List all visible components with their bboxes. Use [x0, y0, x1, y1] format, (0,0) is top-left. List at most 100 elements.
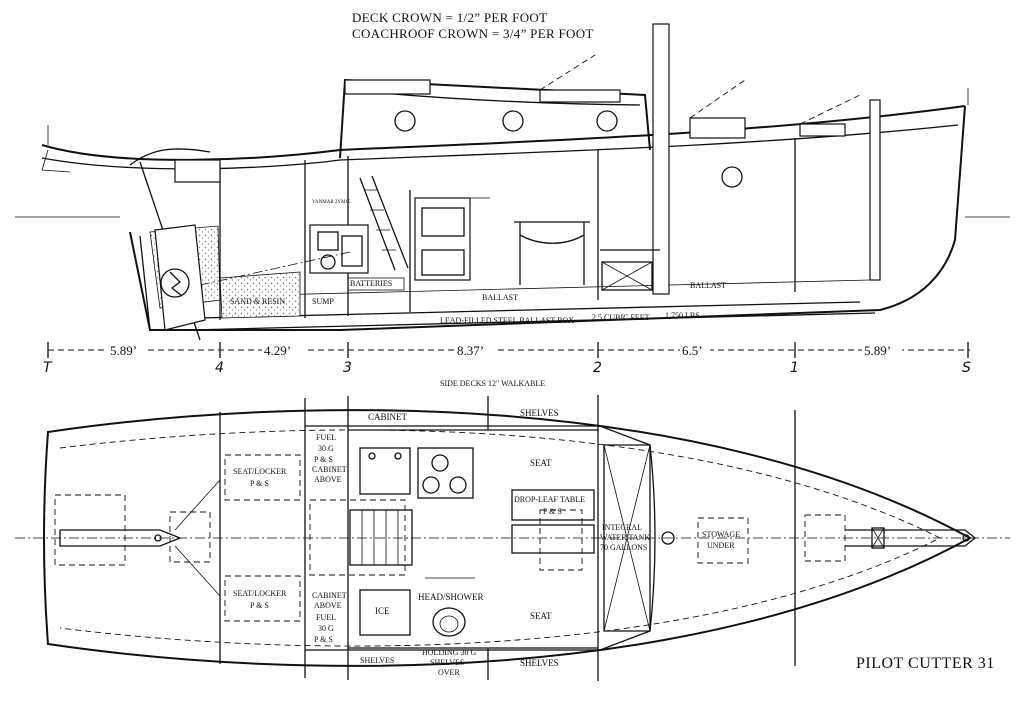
- station-label-s: S: [962, 360, 971, 376]
- sheer-line: [41, 105, 966, 161]
- cabinet-label: CABINET: [368, 412, 407, 422]
- oven-door: [421, 207, 465, 237]
- seat-locker-bottom-line1: SEAT/LOCKER: [233, 589, 287, 598]
- plan-water-tank-cross: [603, 444, 651, 632]
- engine-part-2: [341, 235, 363, 267]
- seat-bottom-label: SEAT: [530, 611, 552, 621]
- stowage-line1: STOWAGE: [702, 530, 740, 539]
- rudder-symbol: [169, 271, 183, 297]
- holding-line2: SHELVES: [430, 658, 464, 667]
- stowage-line2: UNDER: [707, 541, 735, 550]
- hull-outline: [129, 105, 966, 331]
- plan-seat-locker-top: [224, 454, 301, 501]
- deck-crown-note: DECK CROWN = 1/2” PER FOOT: [352, 10, 547, 25]
- fuel-bottom-line2: 30 G: [318, 624, 334, 633]
- plan-cabin-sides: [305, 425, 651, 651]
- burner-3: [449, 476, 467, 494]
- foredeck-hatch-2: [799, 123, 846, 137]
- plan-toilet: [432, 607, 466, 637]
- station-label-3: 3: [343, 360, 352, 376]
- sand-resin-fill: [219, 271, 301, 319]
- toilet-bowl: [439, 615, 459, 633]
- ballast-box-bottom: [189, 312, 876, 331]
- sink-tap-1: [368, 452, 376, 460]
- plan-table-leaf: [539, 509, 583, 571]
- ballast-label-2: BALLAST: [690, 281, 726, 290]
- cockpit-seat-aft: [174, 159, 221, 183]
- plan-bowsprit: [845, 529, 977, 547]
- ballast-box-top: [199, 301, 861, 319]
- bowsprit-end: [962, 534, 970, 542]
- shaft-line: [199, 251, 351, 286]
- seat-locker-bottom-line2: P & S: [250, 601, 269, 610]
- porthole-3: [596, 110, 618, 132]
- rudder-fitting: [160, 268, 190, 298]
- hatch-open-dash-2: [799, 94, 861, 125]
- station-dimensions: 5.89’ 4.29’ 8.37’ 6.5’ 5.89’ T 4 3 2 1 S: [43, 342, 971, 376]
- seat-locker-top-line1: SEAT/LOCKER: [233, 467, 287, 476]
- water-tank-line3: 70 GALLONS: [600, 543, 647, 552]
- stove-drawer: [421, 249, 465, 276]
- stove-block: [414, 197, 471, 281]
- ballast-weight-label: 1,750 LBS: [665, 311, 700, 320]
- ladder-steps: [365, 189, 396, 251]
- rudder-blade: [154, 224, 206, 331]
- hatch-open-dash-3: [539, 54, 596, 91]
- mast: [652, 23, 670, 295]
- shelves-bottom-right-label: SHELVES: [520, 658, 559, 668]
- porthole-1: [394, 110, 416, 132]
- water-tank-line2: WATER TANK: [600, 533, 650, 542]
- holding-line1: HOLDING 30 G: [422, 648, 476, 657]
- tank-cross: [601, 261, 653, 291]
- gap-1: [108, 342, 148, 358]
- shelves-bottom-left-label: SHELVES: [360, 656, 394, 665]
- engine-block: [309, 224, 369, 274]
- engine-label: YANMAR 2YM15: [312, 200, 351, 205]
- sand-resin-label: SAND & RESIN: [230, 297, 285, 306]
- burner-2: [422, 476, 440, 494]
- plan-table-top: [511, 489, 595, 521]
- plan-engine-outline: [309, 499, 406, 576]
- ballast-label-1: BALLAST: [482, 293, 518, 302]
- ice-label: ICE: [375, 606, 390, 616]
- shelves-top-label: SHELVES: [520, 408, 559, 418]
- engine-part-3: [320, 254, 336, 270]
- cabinet-above-top-line2: ABOVE: [314, 475, 342, 484]
- plan-cockpit-lines: [174, 479, 221, 597]
- hatch-forward: [539, 89, 621, 103]
- sump-label: SUMP: [312, 297, 334, 306]
- burner-1: [431, 454, 449, 472]
- plan-stove: [417, 447, 474, 499]
- companionway-ladder: [359, 175, 409, 271]
- foredeck-hatch-1: [689, 117, 746, 139]
- engine-part-1: [317, 231, 339, 251]
- spacing-2: 4.29’: [264, 343, 291, 358]
- station-label-t: T: [43, 360, 53, 376]
- sink-tap-2: [394, 452, 402, 460]
- plan-stowage-box: [697, 517, 749, 564]
- plan-sink: [359, 447, 411, 495]
- hatch-open-dash-1: [689, 79, 746, 119]
- plan-view: SIDE DECKS 12" WALKABLE: [15, 379, 1010, 681]
- side-decks-note: SIDE DECKS 12" WALKABLE: [440, 379, 545, 388]
- drop-leaf-line2: P & S: [543, 507, 562, 516]
- cabinet-above-bottom-line1: CABINET: [312, 591, 347, 600]
- transom-line: [139, 235, 151, 331]
- station-label-1: 1: [790, 360, 799, 376]
- hatch-aft: [344, 79, 431, 95]
- plan-ice-box: [359, 589, 411, 636]
- holding-line3: OVER: [438, 668, 460, 677]
- station-label-4: 4: [215, 360, 224, 376]
- porthole-2: [502, 110, 524, 132]
- plan-table-bottom: [511, 524, 595, 554]
- fuel-top-line2: 30 G: [318, 444, 334, 453]
- batteries-label: BATTERIES: [350, 279, 392, 288]
- plan-seat-locker-bottom: [224, 575, 301, 622]
- samson-post: [869, 99, 881, 281]
- fuel-top-line3: P & S: [314, 455, 333, 464]
- seat-locker-top-line2: P & S: [250, 479, 269, 488]
- plan-hull-outline: [43, 409, 973, 667]
- profile-view: YANMAR 2YM15 SAND & RESIN SUMP BATTERIES…: [15, 23, 1010, 341]
- plan-forehatch: [804, 514, 846, 562]
- plan-cabin-front: [649, 444, 656, 632]
